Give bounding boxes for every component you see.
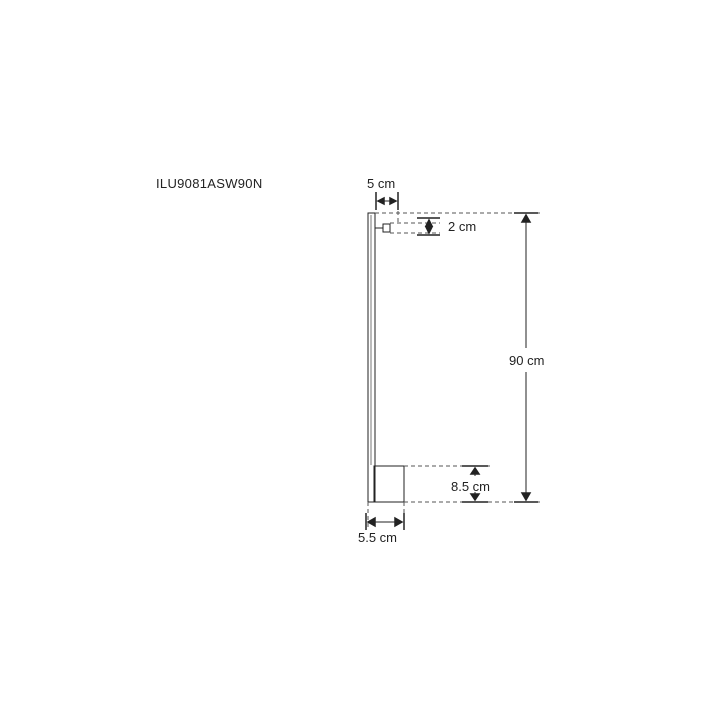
dim-head-height <box>417 217 440 236</box>
dim-base-height <box>462 465 488 503</box>
base-width-label: 5.5 cm <box>358 530 398 545</box>
total-height-label: 90 cm <box>509 353 545 368</box>
lamp-pole <box>367 212 376 503</box>
lamp-base <box>373 465 405 503</box>
dim-head-width <box>375 192 399 210</box>
dim-base-width <box>365 513 405 530</box>
product-code: ILU9081ASW90N <box>156 176 263 191</box>
lamp-head <box>382 223 391 233</box>
head-width-label: 5 cm <box>367 176 396 191</box>
head-height-label: 2 cm <box>448 219 477 234</box>
lamp-body <box>367 212 405 503</box>
dim-total-height <box>514 212 538 503</box>
base-height-label: 8.5 cm <box>451 479 491 494</box>
